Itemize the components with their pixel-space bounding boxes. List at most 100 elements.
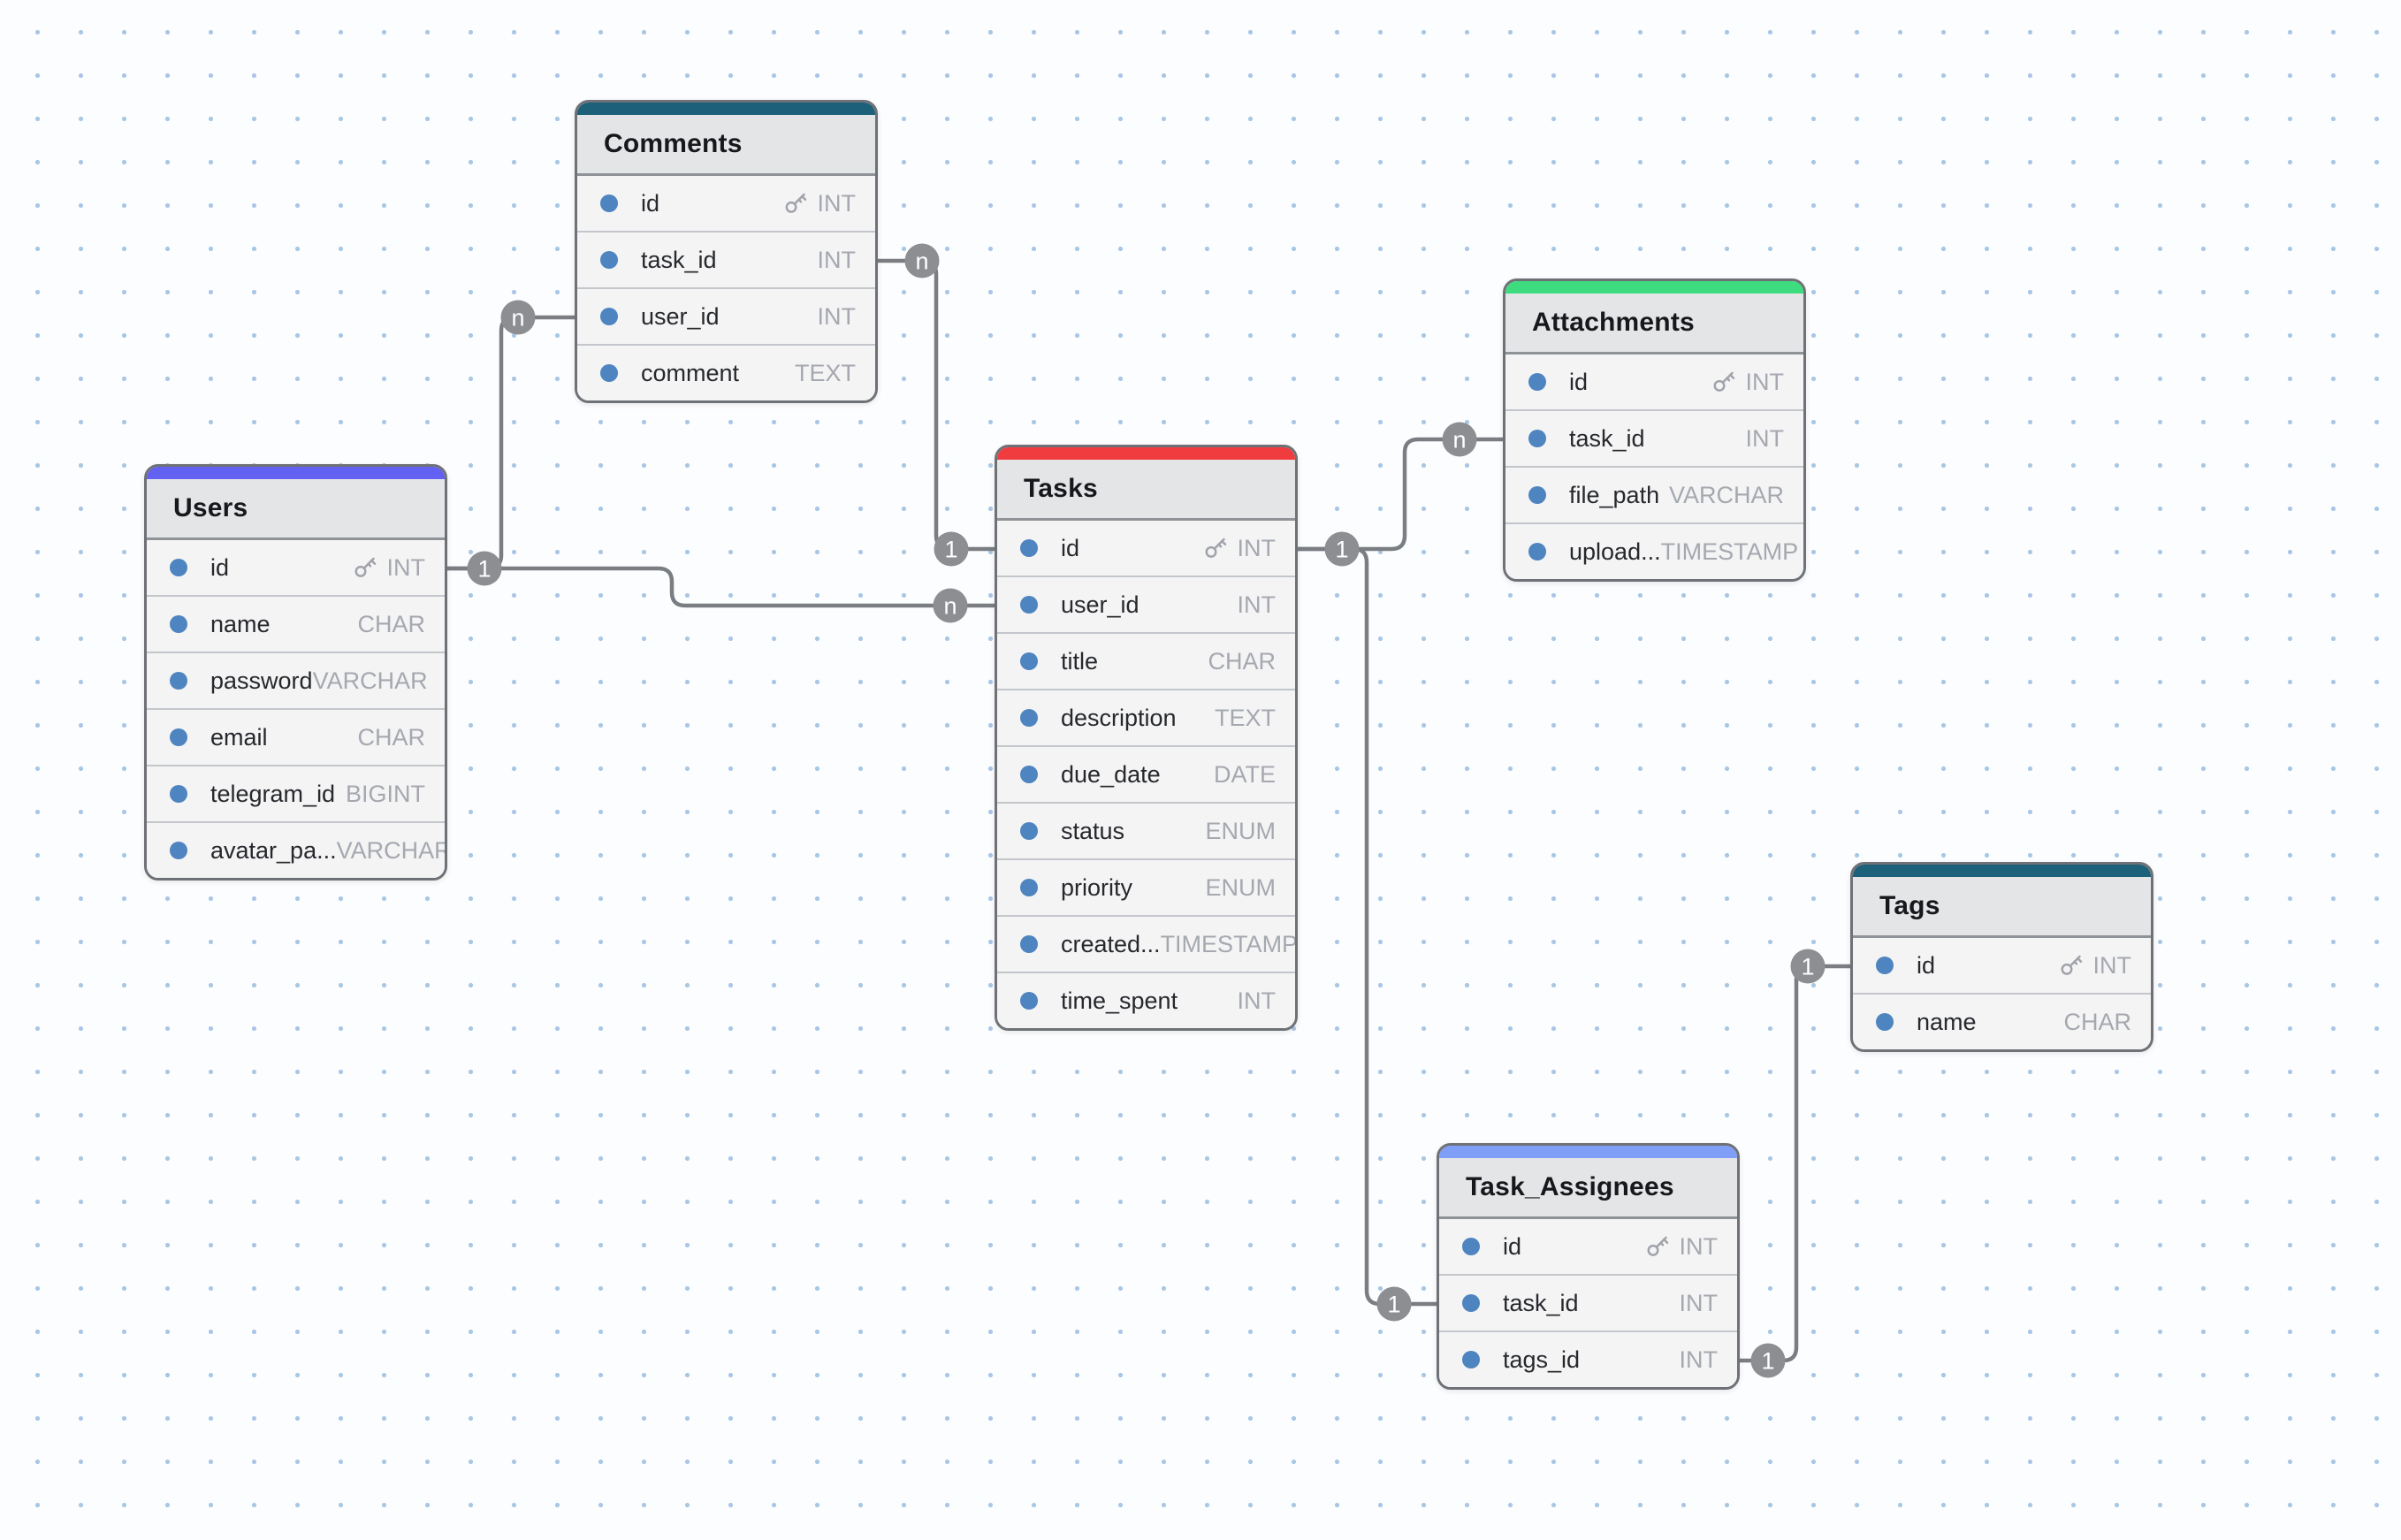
field-name: id bbox=[210, 553, 230, 581]
primary-key-icon bbox=[352, 554, 378, 581]
field-type: INT bbox=[1237, 534, 1277, 561]
field-type: INT bbox=[2092, 951, 2132, 979]
field-type-group: CHAR bbox=[357, 611, 425, 638]
field-row-upload[interactable]: upload...TIMESTAMP bbox=[1505, 522, 1803, 579]
relationship-tasks-id-to-attachments-task-id[interactable] bbox=[1295, 437, 1505, 552]
field-type: VARCHAR bbox=[336, 836, 447, 864]
relationship-tags-id-to-task-assignees-tags-id[interactable] bbox=[1737, 964, 1853, 1363]
field-type-group: INT bbox=[1202, 534, 1277, 562]
cardinality-badge: n bbox=[500, 300, 536, 335]
cardinality-badge: n bbox=[904, 243, 940, 278]
field-type: INT bbox=[1745, 368, 1785, 395]
table-header-strip bbox=[577, 103, 875, 115]
cardinality-badge-circle bbox=[934, 531, 969, 567]
table-name: Comments bbox=[604, 129, 743, 158]
field-name: created... bbox=[1061, 930, 1161, 957]
field-type: INT bbox=[817, 189, 857, 217]
field-name: name bbox=[1917, 1008, 1977, 1035]
field-dot-icon bbox=[1020, 935, 1038, 953]
field-type: CHAR bbox=[357, 610, 425, 637]
field-type-group: INT bbox=[1711, 368, 1785, 396]
field-row-id[interactable]: id INT bbox=[147, 540, 445, 595]
field-type-group: ENUM bbox=[1206, 874, 1277, 902]
field-type-group: INT bbox=[1680, 1290, 1719, 1317]
field-type: TIMESTAMP bbox=[1660, 537, 1799, 565]
cardinality-badge: 1 bbox=[1376, 1286, 1412, 1322]
field-dot-icon bbox=[1020, 652, 1038, 670]
primary-key-icon bbox=[1202, 535, 1229, 561]
field-type-group: INT bbox=[352, 554, 425, 582]
field-type-group: INT bbox=[818, 303, 857, 331]
primary-key-icon bbox=[1644, 1233, 1671, 1260]
cardinality-badge: 1 bbox=[1324, 531, 1360, 567]
field-type: TEXT bbox=[794, 359, 856, 386]
field-name: id bbox=[641, 189, 660, 217]
cardinality-label: n bbox=[511, 305, 524, 332]
field-dot-icon bbox=[170, 728, 187, 746]
field-dot-icon bbox=[600, 251, 618, 269]
table-header-strip bbox=[147, 467, 445, 479]
relationship-users-id-to-comments-user-id[interactable] bbox=[445, 315, 577, 571]
field-dot-icon bbox=[1020, 766, 1038, 783]
cardinality-badge: 1 bbox=[1750, 1343, 1786, 1378]
field-name: description bbox=[1061, 704, 1177, 731]
relationship-tasks-id-to-task-assignees-task-id[interactable] bbox=[1295, 546, 1439, 1307]
field-type: DATE bbox=[1213, 760, 1276, 788]
field-row-id[interactable]: id INT bbox=[1439, 1219, 1737, 1274]
field-dot-icon bbox=[1020, 822, 1038, 840]
primary-key-icon bbox=[2058, 952, 2085, 979]
field-dot-icon bbox=[170, 672, 187, 690]
cardinality-badge: 1 bbox=[934, 531, 969, 567]
field-name: telegram_id bbox=[210, 780, 336, 807]
field-row-created[interactable]: created...TIMESTAMP bbox=[997, 915, 1295, 972]
field-type-group: CHAR bbox=[1208, 648, 1276, 675]
table-header-strip bbox=[1853, 865, 2151, 877]
cardinality-badge: n bbox=[1442, 422, 1477, 457]
field-type-group: INT bbox=[1238, 987, 1277, 1015]
field-name: avatar_pa... bbox=[210, 836, 337, 864]
relationship-users-id-to-tasks-user-id[interactable] bbox=[445, 566, 997, 608]
cardinality-label: n bbox=[915, 248, 928, 275]
field-row-avatar_pa[interactable]: avatar_pa...VARCHAR bbox=[147, 821, 445, 878]
relationship-comments-task-id-to-tasks-id[interactable] bbox=[875, 258, 997, 552]
field-name: id bbox=[1503, 1232, 1522, 1260]
cardinality-label: 1 bbox=[1761, 1348, 1774, 1375]
field-type-group: CHAR bbox=[357, 724, 425, 751]
cardinality-label: 1 bbox=[1801, 954, 1814, 980]
field-type-group: INT bbox=[1644, 1233, 1718, 1261]
primary-key-icon bbox=[782, 190, 809, 217]
cardinality-badge-circle bbox=[933, 588, 968, 623]
field-row-id[interactable]: id INT bbox=[577, 176, 875, 231]
field-type: ENUM bbox=[1205, 873, 1277, 901]
field-dot-icon bbox=[170, 615, 187, 633]
